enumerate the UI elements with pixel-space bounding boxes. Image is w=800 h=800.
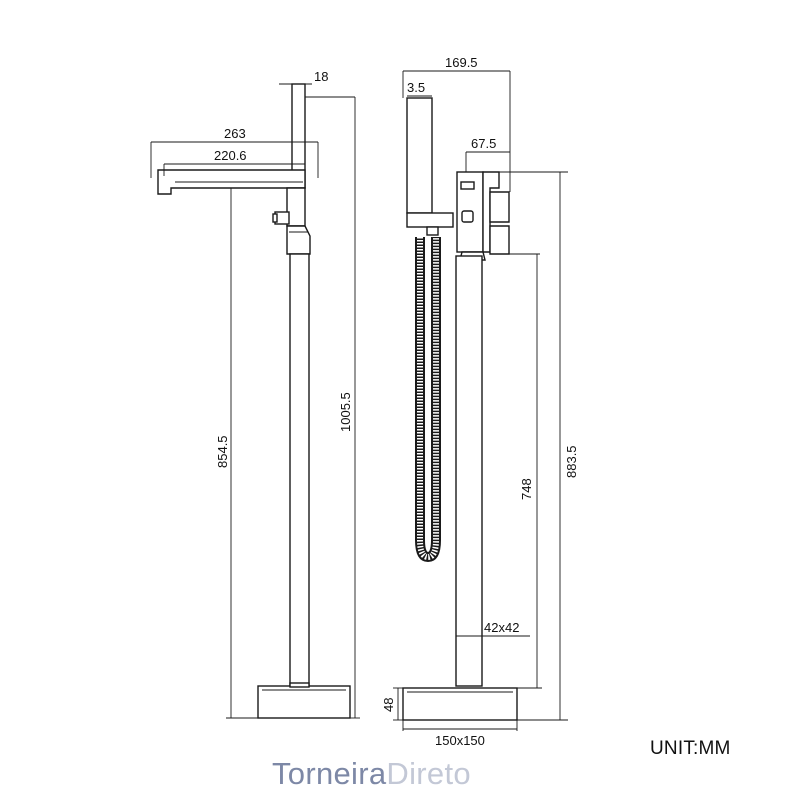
left-view-drawing bbox=[157, 83, 351, 719]
brand-part-2: Direto bbox=[386, 756, 471, 791]
dim-overall-height: 883.5 bbox=[564, 445, 579, 478]
dim-pipe-width: 18 bbox=[314, 69, 328, 84]
dim-base-size: 150x150 bbox=[435, 733, 485, 748]
dim-base-height: 48 bbox=[381, 698, 396, 712]
dim-spout-reach: 220.6 bbox=[214, 148, 247, 163]
dim-column-height: 748 bbox=[519, 478, 534, 500]
dim-spout-length: 263 bbox=[224, 126, 246, 141]
right-view-dimension-lines bbox=[393, 70, 568, 731]
right-view-drawing bbox=[402, 97, 518, 721]
brand-part-1: Torneira bbox=[272, 756, 387, 791]
unit-label: UNIT:MM bbox=[650, 738, 731, 759]
dim-total-height: 1005.5 bbox=[338, 392, 353, 432]
dim-body-depth: 67.5 bbox=[471, 136, 496, 151]
dim-column-size: 42x42 bbox=[484, 620, 519, 635]
dim-handshower-offset: 3.5 bbox=[407, 80, 425, 95]
brand-watermark: TorneiraDireto bbox=[272, 756, 471, 792]
left-view-dimension-lines bbox=[150, 83, 360, 719]
dim-spout-height: 854.5 bbox=[215, 435, 230, 468]
dim-overall-width: 169.5 bbox=[445, 55, 478, 70]
